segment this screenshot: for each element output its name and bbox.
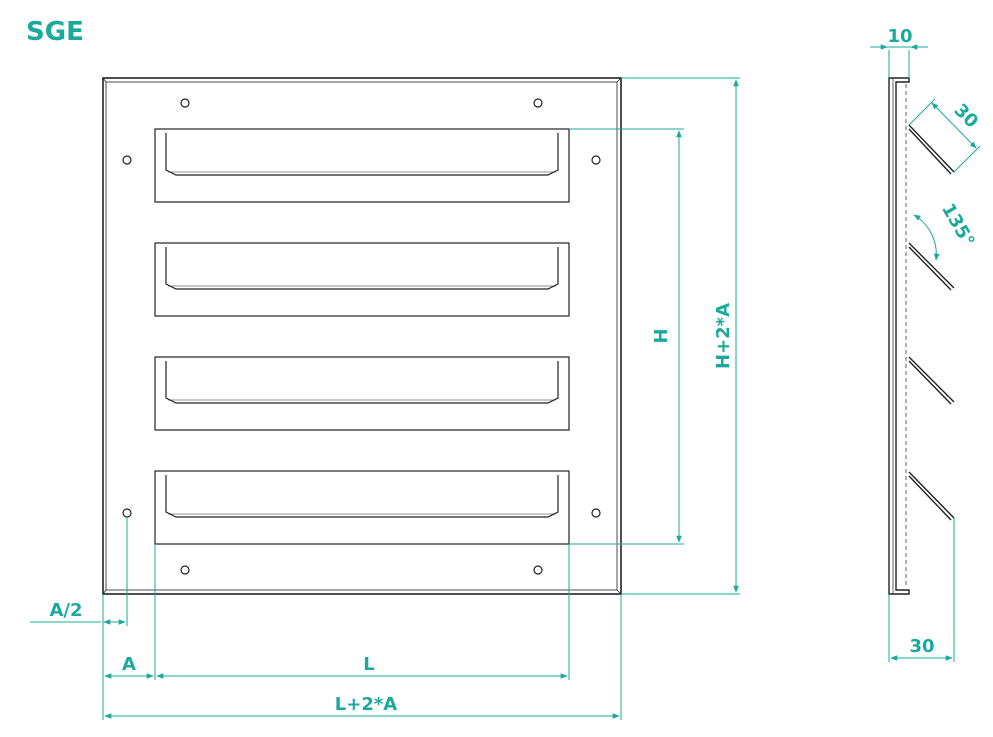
mounting-hole (122, 155, 132, 165)
side-blade (908, 471, 955, 521)
dim-line-blade-length (931, 102, 977, 149)
label-margin: A (122, 654, 136, 675)
front-dimension-labels: H H+2*A A/2 A L L+2*A (49, 303, 734, 715)
side-blades (908, 124, 955, 521)
mounting-hole (533, 565, 543, 575)
side-dimensions (870, 44, 981, 662)
drawing-title: SGE (26, 17, 84, 47)
label-total-height: H+2*A (713, 303, 734, 369)
mounting-hole (533, 98, 543, 108)
outer-frame (102, 77, 622, 595)
mounting-hole (591, 508, 601, 518)
label-blade-angle: 135° (937, 200, 978, 251)
louver-slot (154, 242, 570, 317)
mounting-hole (180, 98, 190, 108)
mounting-hole (122, 508, 132, 518)
louver-slot (154, 356, 570, 431)
mounting-hole (180, 565, 190, 575)
front-dimensions (30, 77, 740, 720)
label-length: L (363, 654, 374, 675)
dim-arc-blade-angle (913, 214, 940, 261)
mounting-holes (122, 98, 601, 575)
label-half-margin: A/2 (49, 600, 82, 621)
label-total-length: L+2*A (335, 694, 397, 715)
louver-slot (154, 128, 570, 203)
side-dimension-labels: 10 30 135° 30 (887, 26, 982, 657)
side-view (888, 77, 955, 595)
inner-frame (105, 81, 618, 591)
louver-slot (154, 470, 570, 545)
side-blade (908, 356, 955, 405)
side-frame (888, 77, 910, 595)
side-blade (908, 242, 955, 291)
mounting-hole (591, 155, 601, 165)
side-blade (908, 124, 955, 175)
label-height: H (651, 328, 672, 343)
label-side-thickness: 10 (887, 26, 912, 47)
label-blade-length: 30 (950, 100, 983, 133)
front-view (102, 77, 622, 595)
label-blade-depth: 30 (909, 636, 934, 657)
